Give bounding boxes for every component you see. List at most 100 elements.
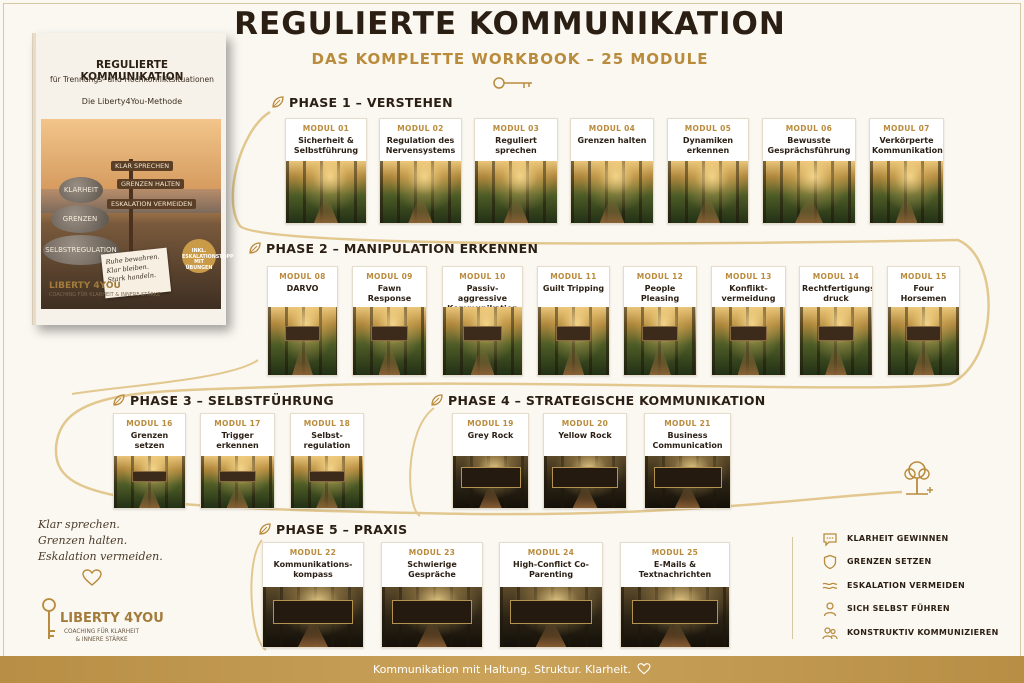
- module-number: MODUL 09: [366, 272, 413, 281]
- module-name: Grenzen setzen: [130, 431, 169, 450]
- book-brand: LIBERTY 4YOU COACHING FÜR KLARHEIT & INN…: [49, 281, 160, 298]
- module-card[interactable]: MODUL 17 Trigger erkennen: [200, 413, 275, 509]
- module-number: MODUL 10: [459, 272, 506, 281]
- sign-board: [555, 326, 592, 341]
- brand-tagline-line: & INNERE STÄRKE: [75, 637, 128, 643]
- module-name: Verkörperte Kommunikation: [872, 136, 943, 155]
- module-card[interactable]: MODUL 14 Rechtfertigungs-druck: [799, 266, 873, 376]
- book-subtitle: für Trennungs- und Hochkonfliktsituation…: [50, 75, 214, 84]
- book-cover-image: KLAR SPRECHEN GRENZEN HALTEN ESKALATION …: [41, 119, 221, 309]
- module-number: MODUL 24: [527, 548, 575, 557]
- module-card[interactable]: MODUL 09 Fawn Response: [352, 266, 427, 376]
- sign-board: [131, 470, 168, 482]
- sign-board: [642, 326, 678, 341]
- module-name: Four Horsemen: [900, 284, 947, 303]
- module-name: DARVO: [286, 284, 319, 293]
- module-card[interactable]: MODUL 23 Schwierige Gespräche: [381, 542, 483, 648]
- module-card[interactable]: MODUL 05 Dynamiken erkennen: [667, 118, 749, 224]
- brand-tagline: COACHING FÜR KLARHEIT & INNERE STÄRKE: [64, 628, 139, 644]
- module-card[interactable]: MODUL 13 Konflikt-vermeidung: [711, 266, 786, 376]
- module-name: Schwierige Gespräche: [407, 560, 457, 579]
- module-card[interactable]: MODUL 16 Grenzen setzen: [113, 413, 186, 509]
- module-number: MODUL 14: [812, 272, 860, 281]
- forest-board-image: [453, 456, 528, 508]
- forest-sign-image: [201, 456, 274, 508]
- module-number: MODUL 22: [289, 548, 337, 557]
- module-card[interactable]: MODUL 08 DARVO: [267, 266, 338, 376]
- module-card[interactable]: MODUL 12 People Pleasing: [623, 266, 697, 376]
- sign-board: [818, 326, 854, 341]
- module-card[interactable]: MODUL 07 Verkörperte Kommunikation: [869, 118, 944, 224]
- module-number: MODUL 06: [785, 124, 833, 133]
- module-number: MODUL 05: [684, 124, 732, 133]
- shield-icon: [823, 554, 837, 570]
- module-number: MODUL 11: [550, 272, 597, 281]
- sign-board: [219, 470, 256, 482]
- sign-grenzen-halten: GRENZEN HALTEN: [117, 179, 185, 189]
- brand-name: LIBERTY 4YOU: [60, 611, 164, 626]
- forest-board-image: [263, 587, 363, 647]
- people-icon: [822, 627, 838, 640]
- module-card[interactable]: MODUL 21 Business Communication: [644, 413, 731, 509]
- module-card[interactable]: MODUL 25 E-Mails & Textnachrichten: [620, 542, 730, 648]
- sign-board: [371, 326, 408, 341]
- module-number: MODUL 17: [214, 419, 261, 428]
- sign-board: [653, 467, 722, 489]
- phase-5-title: PHASE 5 – PRAXIS: [258, 522, 407, 537]
- tree-icon: [904, 461, 933, 495]
- phase-3-label: PHASE 3 – SELBSTFÜHRUNG: [130, 393, 334, 408]
- module-number: MODUL 21: [664, 419, 711, 428]
- phase-2-label: PHASE 2 – MANIPULATION ERKENNEN: [266, 241, 539, 256]
- forest-sign-image: [624, 307, 696, 375]
- module-card[interactable]: MODUL 15 Four Horsemen: [887, 266, 960, 376]
- module-card[interactable]: MODUL 18 Selbst-regulation: [290, 413, 364, 509]
- legend-label: GRENZEN SETZEN: [847, 557, 932, 566]
- workbook-cover: REGULIERTE KOMMUNIKATION für Trennungs- …: [33, 33, 234, 325]
- stone-grenzen: GRENZEN: [51, 205, 109, 233]
- sign-board: [510, 600, 592, 625]
- module-name: Reguliert sprechen: [495, 136, 537, 155]
- phase-1-title: PHASE 1 – VERSTEHEN: [271, 95, 453, 110]
- legend-label: KLARHEIT GEWINNEN: [847, 534, 949, 543]
- module-card[interactable]: MODUL 19 Grey Rock: [452, 413, 529, 509]
- heart-icon: [637, 663, 651, 675]
- module-card[interactable]: MODUL 22 Kommunikations-kompass: [262, 542, 364, 648]
- sign-board: [905, 326, 942, 341]
- module-card[interactable]: MODUL 20 Yellow Rock: [543, 413, 627, 509]
- book-method: Die Liberty4You-Methode: [81, 97, 183, 106]
- forest-sign-image: [443, 307, 522, 375]
- module-card[interactable]: MODUL 10 Passiv-aggressive Kommunikation: [442, 266, 523, 376]
- stone-klarheit: KLARHEIT: [59, 177, 103, 203]
- sign-board: [730, 326, 767, 341]
- forest-board-image: [621, 587, 729, 647]
- module-card[interactable]: MODUL 24 High-Conflict Co-Parenting: [499, 542, 603, 648]
- forest-sign-image: [291, 456, 363, 508]
- page-subtitle: DAS KOMPLETTE WORKBOOK – 25 MODULE: [311, 50, 709, 68]
- module-name: Konflikt-vermeidung: [721, 284, 776, 303]
- slogan: Klar sprechen. Grenzen halten. Eskalatio…: [38, 517, 163, 565]
- module-card[interactable]: MODUL 06 Bewusste Gesprächsführung: [762, 118, 856, 224]
- module-card[interactable]: MODUL 11 Guilt Tripping: [537, 266, 610, 376]
- module-card[interactable]: MODUL 02 Regulation des Nervensystems: [379, 118, 462, 224]
- module-card[interactable]: MODUL 01 Sicherheit & Selbstführung: [285, 118, 367, 224]
- forest-image: [571, 161, 653, 223]
- forest-sign-image: [353, 307, 426, 375]
- module-number: MODUL 03: [492, 124, 540, 133]
- module-card[interactable]: MODUL 04 Grenzen halten: [570, 118, 654, 224]
- module-number: MODUL 12: [636, 272, 684, 281]
- module-name: Bewusste Gesprächsführung: [767, 136, 851, 155]
- module-number: MODUL 04: [588, 124, 636, 133]
- book-badge: INKL. ESKALATIONSTOPP MIT ÜBUNGEN: [182, 239, 234, 273]
- legend-label: ESKALATION VERMEIDEN: [847, 581, 966, 590]
- module-card[interactable]: MODUL 03 Reguliert sprechen: [474, 118, 558, 224]
- forest-image: [763, 161, 855, 223]
- forest-sign-image: [114, 456, 185, 508]
- module-number: MODUL 18: [303, 419, 351, 428]
- module-name: Selbst-regulation: [303, 431, 351, 450]
- module-number: MODUL 07: [883, 124, 930, 133]
- module-name: Fawn Response: [367, 284, 412, 303]
- module-name: Yellow Rock: [558, 431, 612, 440]
- sign-board: [273, 600, 353, 625]
- module-name: Sicherheit & Selbstführung: [293, 136, 359, 155]
